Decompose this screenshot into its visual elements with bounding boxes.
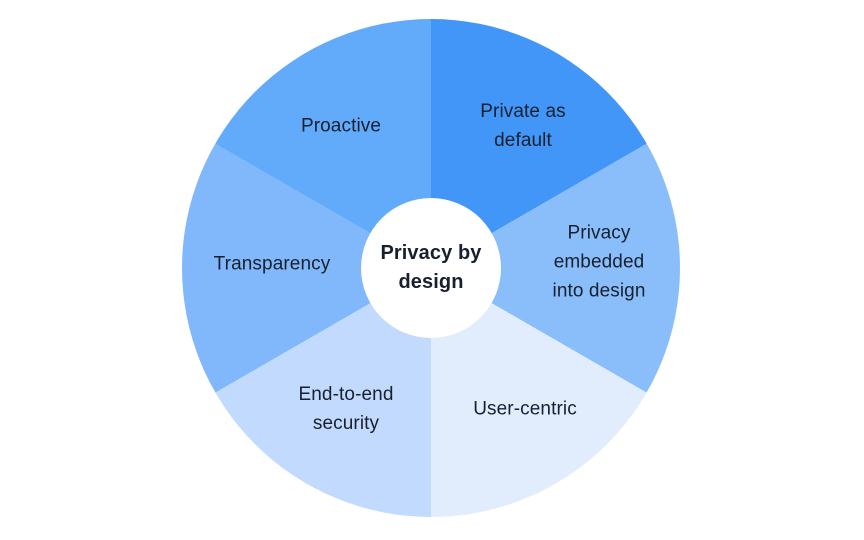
segment-label-transparency: Transparency	[213, 253, 331, 275]
segment-label-proactive: Proactive	[300, 115, 382, 137]
center-hub-circle: Privacy by design	[361, 198, 501, 338]
segment-label-user-centric: User-centric	[473, 398, 577, 420]
segment-label-private-as-default: Private as default	[480, 101, 566, 151]
segment-label-privacy-embedded-into-design: Privacy embedded into design	[552, 222, 646, 302]
segment-label-end-to-end-security: End-to-end security	[298, 384, 394, 434]
center-title: Privacy by design	[380, 242, 482, 293]
